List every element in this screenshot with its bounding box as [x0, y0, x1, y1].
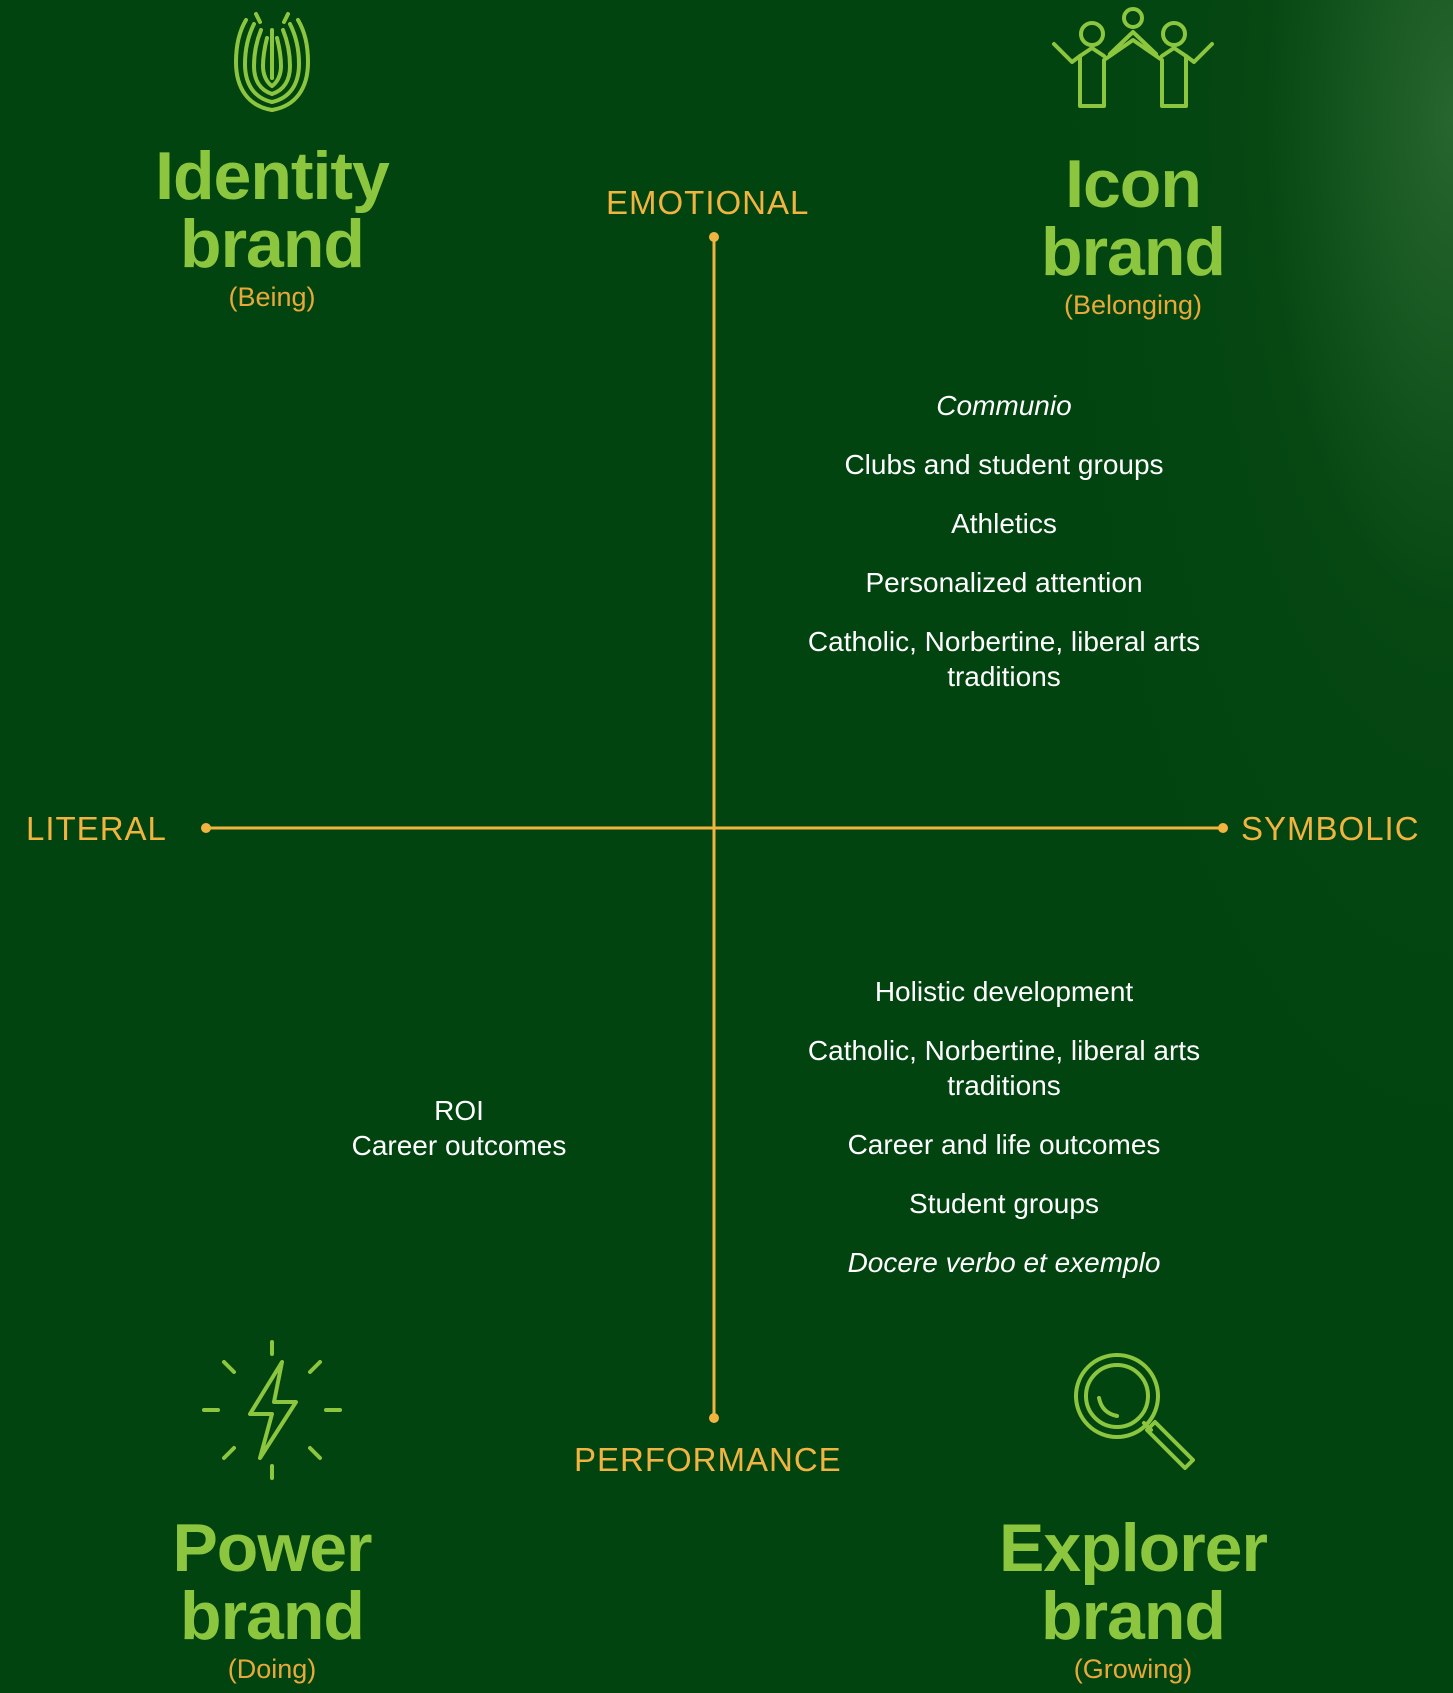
magnifying-glass-icon: [1074, 1353, 1195, 1470]
axis-label-symbolic: SYMBOLIC: [1241, 810, 1420, 847]
list-item: Clubs and student groups: [844, 449, 1164, 480]
list-item: ROI: [434, 1095, 484, 1126]
explorer-items-list: Holistic development Catholic, Norbertin…: [754, 974, 1254, 1304]
quadrant-icon: Icon brand (Belonging): [933, 4, 1333, 322]
people-group-icon: [1052, 7, 1214, 108]
power-subtitle: (Doing): [227, 1654, 317, 1684]
list-item: Communio: [936, 390, 1072, 421]
list-item: Catholic, Norbertine, liberal arts tradi…: [807, 626, 1201, 692]
list-item: Career outcomes: [351, 1130, 567, 1161]
axis-label-performance: PERFORMANCE: [574, 1441, 842, 1478]
quadrant-identity: Identity brand (Being): [72, 10, 472, 314]
identity-title-line1: Identity: [155, 138, 390, 214]
list-item: Personalized attention: [865, 567, 1143, 598]
fingerprint-icon: [233, 12, 311, 112]
axis-dot-left: [201, 823, 211, 833]
power-title-line2: brand: [180, 1578, 365, 1654]
list-item: Career and life outcomes: [847, 1129, 1161, 1160]
identity-title-line2: brand: [180, 206, 365, 282]
explorer-subtitle: (Growing): [1073, 1654, 1193, 1684]
list-item: Athletics: [951, 508, 1057, 539]
icon-title-line1: Icon: [1065, 146, 1202, 222]
list-item: Catholic, Norbertine, liberal arts tradi…: [807, 1035, 1201, 1101]
power-title-line1: Power: [172, 1510, 372, 1586]
list-item: Docere verbo et exemplo: [847, 1247, 1161, 1278]
quadrant-power: Power brand (Doing): [72, 1340, 472, 1686]
axis-dot-right: [1218, 823, 1228, 833]
identity-subtitle: (Being): [228, 282, 316, 312]
axis-dot-bottom: [709, 1413, 719, 1423]
quadrant-explorer: Explorer brand (Growing): [933, 1350, 1333, 1686]
explorer-title-line2: brand: [1041, 1578, 1226, 1654]
icon-items-list: Communio Clubs and student groups Athlet…: [754, 388, 1254, 718]
lightning-bolt-icon: [202, 1340, 342, 1480]
list-item: Holistic development: [874, 976, 1134, 1007]
axis-dot-top: [709, 232, 719, 242]
icon-title-line2: brand: [1041, 214, 1226, 290]
axis-label-emotional: EMOTIONAL: [606, 184, 810, 221]
explorer-title-line1: Explorer: [999, 1510, 1268, 1586]
axis-label-literal: LITERAL: [26, 810, 167, 847]
power-items-list: ROI Career outcomes: [209, 1093, 709, 1163]
icon-subtitle: (Belonging): [1063, 290, 1203, 320]
list-item: Student groups: [909, 1188, 1099, 1219]
